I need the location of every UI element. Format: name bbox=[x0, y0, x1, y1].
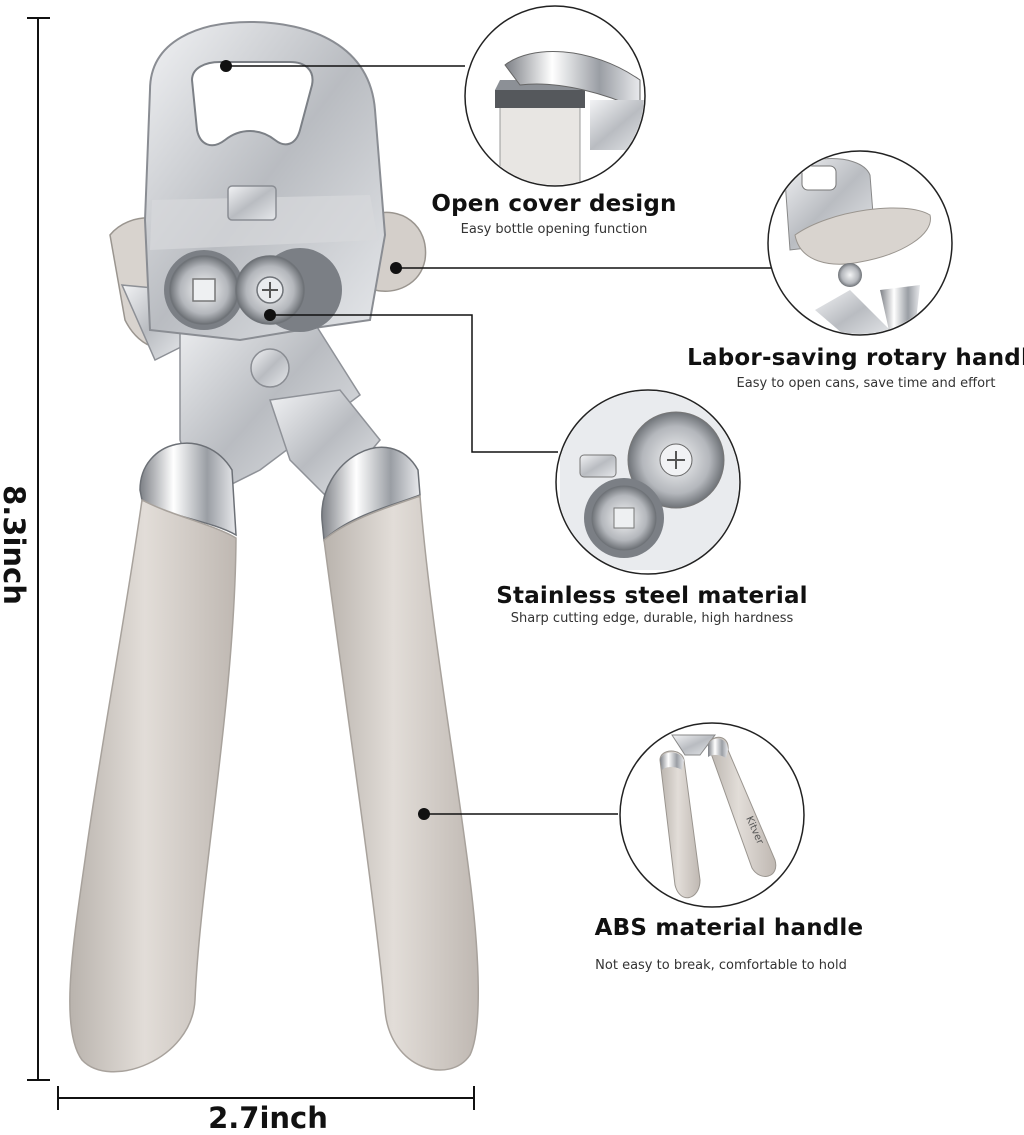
width-dimension-label: 2.7inch bbox=[208, 1101, 328, 1135]
height-dimension-label: 8.3inch bbox=[0, 485, 31, 605]
feature-title-rotary-handle: Labor-saving rotary handle bbox=[687, 345, 1024, 371]
leader-lines bbox=[226, 65, 772, 815]
feature-title-open-cover: Open cover design bbox=[431, 191, 677, 217]
feature-title-stainless-steel: Stainless steel material bbox=[496, 583, 808, 609]
cutting-wheel-right bbox=[235, 248, 342, 332]
right-handle bbox=[323, 494, 479, 1071]
height-dimension-line bbox=[27, 17, 50, 1081]
can-opener bbox=[69, 20, 479, 1073]
feature-subtitle-open-cover: Easy bottle opening function bbox=[460, 222, 648, 237]
width-dimension-line bbox=[57, 1086, 475, 1110]
feature-subtitle-abs-handle: Not easy to break, comfortable to hold bbox=[595, 958, 847, 973]
leader-dots bbox=[220, 60, 430, 820]
feature-title-abs-handle: ABS material handle bbox=[594, 915, 864, 941]
detail-circle-rotary-handle bbox=[767, 150, 953, 336]
feature-subtitle-rotary-handle: Easy to open cans, save time and effort bbox=[736, 376, 996, 391]
detail-circle-abs-handle: Kitver bbox=[619, 722, 805, 908]
detail-circle-bottle-opening bbox=[464, 5, 646, 187]
detail-circle-stainless-steel bbox=[555, 389, 741, 575]
left-handle bbox=[69, 498, 237, 1073]
feature-subtitle-stainless-steel: Sharp cutting edge, durable, high hardne… bbox=[510, 611, 794, 626]
cutting-gear-left bbox=[164, 250, 244, 330]
